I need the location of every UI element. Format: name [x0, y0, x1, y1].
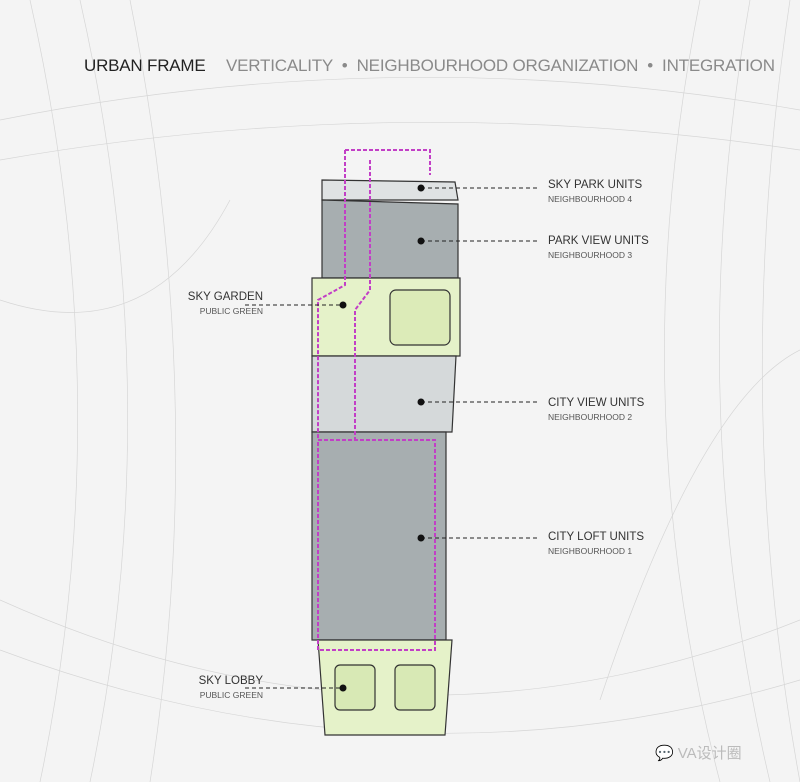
label-city-view: CITY VIEW UNITS NEIGHBOURHOOD 2 — [548, 396, 644, 424]
city-loft-block — [311, 431, 447, 641]
label-title: SKY LOBBY — [198, 675, 263, 687]
label-sky-garden: SKY GARDEN PUBLIC GREEN — [188, 290, 263, 318]
label-sub: NEIGHBOURHOOD 3 — [548, 250, 633, 260]
label-title: CITY VIEW UNITS — [548, 397, 645, 409]
diagram-title: URBAN FRAME — [84, 56, 206, 75]
label-city-loft: CITY LOFT UNITS NEIGHBOURHOOD 1 — [548, 530, 644, 558]
label-sub: NEIGHBOURHOOD 2 — [548, 412, 633, 422]
watermark: 💬VA设计圈 — [655, 742, 742, 763]
sky-park-block — [321, 179, 459, 201]
label-sub: NEIGHBOURHOOD 1 — [548, 546, 633, 556]
wechat-icon: 💬 — [655, 745, 674, 762]
label-dots — [339, 184, 425, 692]
label-sub: PUBLIC GREEN — [199, 690, 263, 700]
label-title: PARK VIEW UNITS — [548, 235, 649, 247]
label-sky-lobby: SKY LOBBY PUBLIC GREEN — [199, 674, 263, 702]
label-title: SKY GARDEN — [187, 291, 263, 303]
label-sub: PUBLIC GREEN — [199, 306, 263, 316]
city-view-block — [311, 355, 457, 433]
sky-lobby-block — [317, 639, 453, 736]
diagram-subtitle: VERTICALITY • NEIGHBOURHOOD ORGANIZATION… — [226, 56, 775, 75]
label-title: CITY LOFT UNITS — [548, 531, 645, 543]
park-view-block — [321, 199, 459, 279]
building-diagram — [311, 179, 461, 736]
label-sky-park: SKY PARK UNITS NEIGHBOURHOOD 4 — [548, 178, 642, 206]
watermark-text: VA设计圈 — [677, 745, 742, 762]
label-park-view: PARK VIEW UNITS NEIGHBOURHOOD 3 — [548, 234, 649, 262]
leader-lines — [245, 187, 540, 689]
label-title: SKY PARK UNITS — [548, 179, 643, 191]
label-sub: NEIGHBOURHOOD 4 — [548, 194, 633, 204]
circulation-path — [317, 149, 436, 651]
